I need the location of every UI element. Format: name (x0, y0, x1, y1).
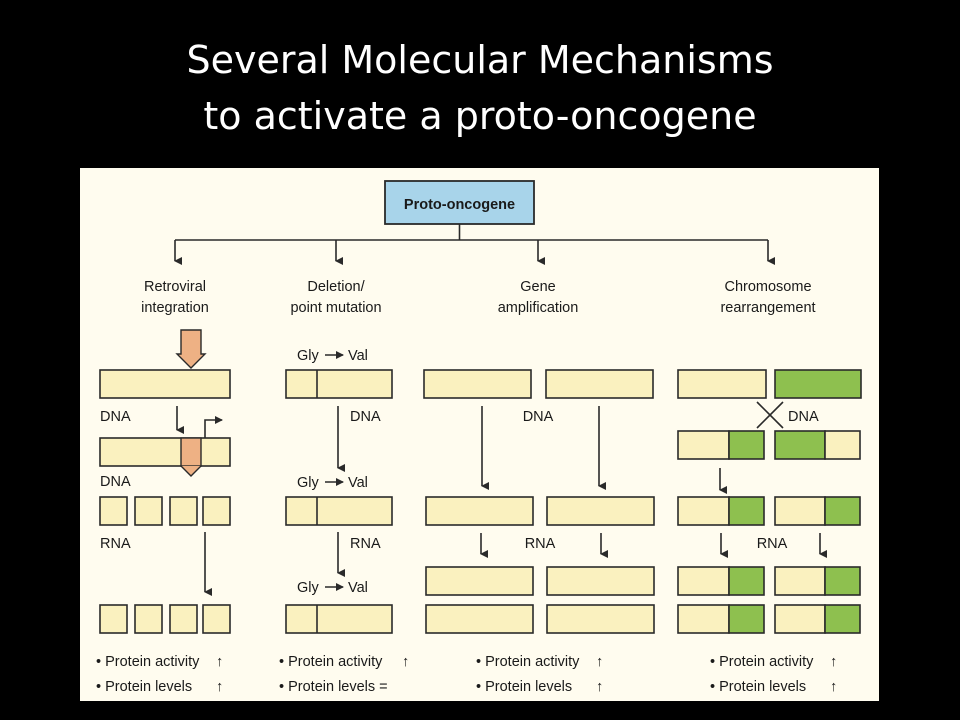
activity-arrow: ↑ (596, 654, 603, 670)
mechanisms-diagram: Proto-oncogene Retroviral integration DN… (96, 180, 862, 695)
heading-rearrangement-2: rearrangement (720, 300, 815, 316)
dna-label-1: DNA (100, 409, 131, 425)
activity-arrow: ↑ (216, 654, 223, 670)
column-deletion: Deletion/ point mutation Gly Val DNA Gly… (279, 279, 409, 695)
activity-arrow: ↑ (402, 654, 409, 670)
heading-deletion-1: Deletion/ (307, 279, 365, 295)
activity-arrow: ↑ (830, 654, 837, 670)
activity-label: • Protein activity (279, 654, 383, 670)
root-node: Proto-oncogene (384, 180, 535, 225)
dna-label: DNA (523, 409, 554, 425)
insert-arrow (175, 329, 207, 369)
rna-label: RNA (525, 536, 556, 552)
heading-amplification-2: amplification (498, 300, 579, 316)
levels-arrow: ↑ (216, 679, 223, 695)
dna-label: DNA (788, 409, 819, 425)
heading-retroviral-1: Retroviral (144, 279, 206, 295)
mechanisms-figure: Proto-oncogene Retroviral integration DN… (80, 168, 879, 701)
levels-arrow: ↑ (596, 679, 603, 695)
column-amplification: Gene amplification DNA RNA • Protein act… (423, 279, 655, 695)
levels-arrow: ↑ (830, 679, 837, 695)
activity-label: • Protein activity (710, 654, 814, 670)
heading-amplification-1: Gene (520, 279, 555, 295)
activity-label: • Protein activity (476, 654, 580, 670)
title-line-1: Several Molecular Mechanisms (186, 38, 774, 82)
dna-box-integrated (99, 437, 231, 467)
val-label-3: Val (348, 580, 368, 596)
gly-label-3: Gly (297, 580, 320, 596)
rna-label: RNA (100, 536, 131, 552)
slide-title: Several Molecular Mechanisms to activate… (0, 32, 960, 144)
dna-label: DNA (350, 409, 381, 425)
levels-label: • Protein levels (476, 679, 572, 695)
heading-rearrangement-1: Chromosome (724, 279, 811, 295)
gly-label-2: Gly (297, 475, 320, 491)
root-box (384, 180, 535, 225)
heading-retroviral-2: integration (141, 300, 209, 316)
levels-label: • Protein levels = (279, 679, 388, 695)
title-line-2: to activate a proto-oncogene (203, 94, 757, 138)
val-label-2: Val (348, 475, 368, 491)
gly-label-1: Gly (297, 348, 320, 364)
rna-label: RNA (350, 536, 381, 552)
heading-deletion-2: point mutation (290, 300, 381, 316)
tree-connectors (174, 224, 775, 265)
column-rearrangement: Chromosome rearrangement DNA RNA • Prote… (677, 279, 862, 695)
val-label-1: Val (348, 348, 368, 364)
levels-label: • Protein levels (710, 679, 806, 695)
levels-label: • Protein levels (96, 679, 192, 695)
dna-box (99, 369, 231, 399)
dna-label-2: DNA (100, 474, 131, 490)
rna-label: RNA (757, 536, 788, 552)
column-retroviral: Retroviral integration DNA DNA RNA • Pro… (96, 279, 231, 695)
activity-label: • Protein activity (96, 654, 200, 670)
root-label: Proto-oncogene (404, 197, 515, 213)
